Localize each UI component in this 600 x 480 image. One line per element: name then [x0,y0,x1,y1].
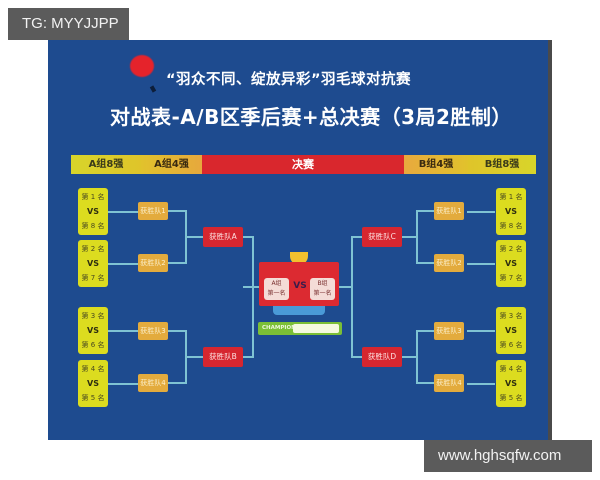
final-team-b: B组 第一名 [310,278,335,300]
left-winner-2: 获胜队2 [138,254,168,272]
champion-label: CHAMPION [262,325,296,331]
right-seed-match-2: 第 2 名 VS 第 7 名 [496,240,526,287]
connector-line [186,236,203,238]
left-winner-4: 获胜队4 [138,374,168,392]
connector-line [186,356,203,358]
poster-title: 对战表-A/B区季后赛+总决赛（3局2胜制） [110,105,512,129]
connector-line [252,236,254,358]
header-a-group-4: A组4强 [141,155,202,174]
connector-line [416,210,418,264]
connector-line [108,211,138,213]
trophy-icon [290,252,308,265]
seed-top: 第 2 名 [499,245,523,254]
seed-top: 第 1 名 [81,193,105,202]
connector-line [417,262,434,264]
connector-line [243,356,253,358]
seed-vs: VS [87,258,99,268]
seed-bottom: 第 5 名 [81,393,105,402]
watermark-top-left: TG: MYYJJPP [8,8,129,40]
connector-line [402,356,417,358]
header-a-group-8: A组8强 [71,155,141,174]
right-winner-4: 获胜队4 [434,374,464,392]
team-b-rank: 第一名 [313,290,332,297]
champion-bar: CHAMPION [258,322,342,335]
bracket-poster [48,40,548,440]
seed-top: 第 4 名 [499,365,523,374]
right-seed-match-1: 第 1 名 VS 第 8 名 [496,188,526,235]
seed-top: 第 1 名 [499,193,523,202]
connector-line [467,211,495,213]
left-seed-match-1: 第 1 名 VS 第 8 名 [78,188,108,235]
team-a-group: A组 [271,280,282,287]
connector-line [352,236,362,238]
header-final: 决赛 [202,155,404,174]
left-seed-match-2: 第 2 名 VS 第 7 名 [78,240,108,287]
left-winner-3: 获胜队3 [138,322,168,340]
right-winner-2: 获胜队2 [434,254,464,272]
connector-line [467,383,495,385]
header-b-group-4: B组4强 [404,155,468,174]
connector-line [351,236,353,358]
right-seed-match-3: 第 3 名 VS 第 6 名 [496,307,526,354]
watermark-bottom-right: www.hghsqfw.com [424,440,592,472]
team-b-group: B组 [317,280,328,287]
seed-bottom: 第 5 名 [499,393,523,402]
seed-vs: VS [87,378,99,388]
seed-bottom: 第 7 名 [81,273,105,282]
connector-line [243,236,253,238]
poster-edge [548,40,552,440]
connector-line [402,236,417,238]
connector-line [108,383,138,385]
right-semi-d: 获胜队D [362,347,402,367]
seed-vs: VS [505,378,517,388]
left-semi-b: 获胜队B [203,347,243,367]
final-team-a: A组 第一名 [264,278,289,300]
right-winner-3: 获胜队3 [434,322,464,340]
right-seed-match-4: 第 4 名 VS 第 5 名 [496,360,526,407]
connector-line [168,210,186,212]
seed-top: 第 3 名 [81,312,105,321]
poster-subtitle: “羽众不同、绽放异彩”羽毛球对抗赛 [166,72,412,88]
seed-bottom: 第 8 名 [499,221,523,230]
connector-line [243,286,259,288]
right-semi-c: 获胜队C [362,227,402,247]
left-winner-1: 获胜队1 [138,202,168,220]
left-semi-a: 获胜队A [203,227,243,247]
seed-vs: VS [505,258,517,268]
seed-vs: VS [505,325,517,335]
connector-line [417,330,434,332]
seed-vs: VS [505,206,517,216]
connector-line [417,382,434,384]
left-seed-match-3: 第 3 名 VS 第 6 名 [78,307,108,354]
shuttlecock-logo-icon [130,55,154,77]
connector-line [416,330,418,384]
seed-vs: VS [87,325,99,335]
connector-line [168,382,186,384]
seed-top: 第 4 名 [81,365,105,374]
left-seed-match-4: 第 4 名 VS 第 5 名 [78,360,108,407]
connector-line [108,330,138,332]
connector-line [467,330,495,332]
connector-line [168,262,186,264]
final-vs: VS [293,281,307,291]
seed-bottom: 第 8 名 [81,221,105,230]
connector-line [168,330,186,332]
header-b-group-8: B组8强 [468,155,536,174]
seed-top: 第 2 名 [81,245,105,254]
seed-bottom: 第 7 名 [499,273,523,282]
seed-top: 第 3 名 [499,312,523,321]
seed-bottom: 第 6 名 [81,340,105,349]
connector-line [339,286,352,288]
team-a-rank: 第一名 [267,290,286,297]
connector-line [467,263,495,265]
connector-line [417,210,434,212]
right-winner-1: 获胜队1 [434,202,464,220]
champion-field [293,324,339,333]
connector-line [352,356,362,358]
connector-line [108,263,138,265]
final-stand [273,306,325,315]
seed-bottom: 第 6 名 [499,340,523,349]
seed-vs: VS [87,206,99,216]
